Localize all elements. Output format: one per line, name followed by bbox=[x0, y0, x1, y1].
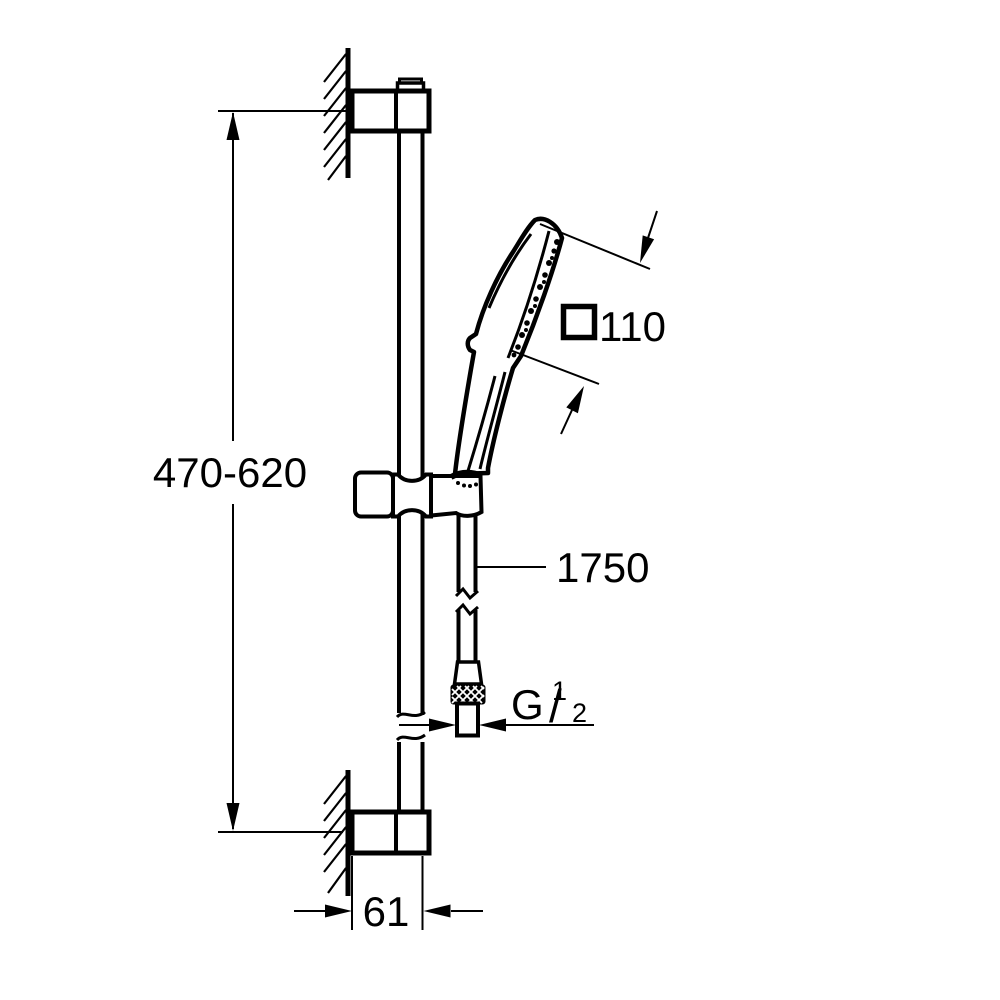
head-arrow-upper-tail bbox=[647, 210, 658, 239]
dimension-wall-offset: 61 bbox=[294, 856, 483, 935]
height-arrow-down bbox=[226, 803, 240, 831]
knurled-nut bbox=[450, 684, 486, 705]
top-bracket-body bbox=[349, 88, 432, 134]
hand-shower-outline bbox=[452, 216, 565, 477]
top-wall-hatching bbox=[323, 53, 347, 181]
rail-break-lower-cap bbox=[395, 733, 426, 742]
rail-slider bbox=[353, 470, 484, 519]
spray-nozzles bbox=[511, 239, 560, 358]
shower-rail bbox=[395, 131, 426, 812]
bottom-bracket-body bbox=[349, 809, 432, 856]
thread-arrow-right bbox=[479, 718, 506, 732]
height-range-label: 470-620 bbox=[153, 449, 307, 496]
handle-cradle bbox=[429, 474, 484, 518]
thread-arrow-left bbox=[429, 718, 456, 732]
dimension-height-range: 470-620 bbox=[153, 110, 346, 833]
handle-contour-line-2 bbox=[466, 375, 497, 472]
head-ext-line-lower bbox=[509, 349, 600, 385]
head-arrow-lower bbox=[566, 386, 584, 414]
square-symbol bbox=[560, 303, 598, 341]
top-wall-bracket bbox=[349, 77, 432, 134]
hand-shower bbox=[452, 216, 565, 477]
rail-break-upper-cap bbox=[395, 710, 426, 719]
shower-hose bbox=[450, 514, 486, 738]
head-arrow-lower-tail bbox=[560, 409, 573, 435]
cradle-socket bbox=[449, 469, 484, 488]
dimension-head-width: 110 bbox=[509, 210, 666, 435]
head-arrow-upper bbox=[640, 235, 655, 263]
spray-face-rim-line bbox=[506, 230, 551, 359]
bottom-wall-section bbox=[323, 770, 351, 896]
head-ext-line-upper bbox=[539, 223, 651, 270]
offset-arrow-left bbox=[325, 904, 352, 918]
slider-knob bbox=[353, 470, 395, 519]
hose-connector-cone bbox=[452, 660, 484, 686]
wall-offset-label: 61 bbox=[363, 888, 410, 935]
dimension-hose-length: 1750 bbox=[477, 544, 649, 591]
hose-break-upper-cap bbox=[454, 586, 479, 601]
slider-body bbox=[391, 472, 433, 519]
bottom-wall-bracket bbox=[349, 809, 432, 856]
thread-size-label: G 1 / 2 bbox=[511, 662, 587, 732]
bottom-wall-hatching bbox=[323, 775, 347, 894]
head-back-rim-line bbox=[487, 233, 533, 309]
offset-arrow-right bbox=[423, 904, 451, 918]
handle-contour-line-1 bbox=[478, 371, 507, 470]
cradle-socket-rim bbox=[449, 469, 484, 480]
top-wall-section bbox=[323, 48, 351, 181]
head-width-label: 110 bbox=[599, 303, 666, 350]
dimension-thread-size: G 1 / 2 bbox=[399, 662, 594, 732]
height-arrow-up bbox=[226, 112, 240, 140]
hose-length-label: 1750 bbox=[556, 544, 649, 591]
hose-end-fitting bbox=[455, 701, 480, 738]
